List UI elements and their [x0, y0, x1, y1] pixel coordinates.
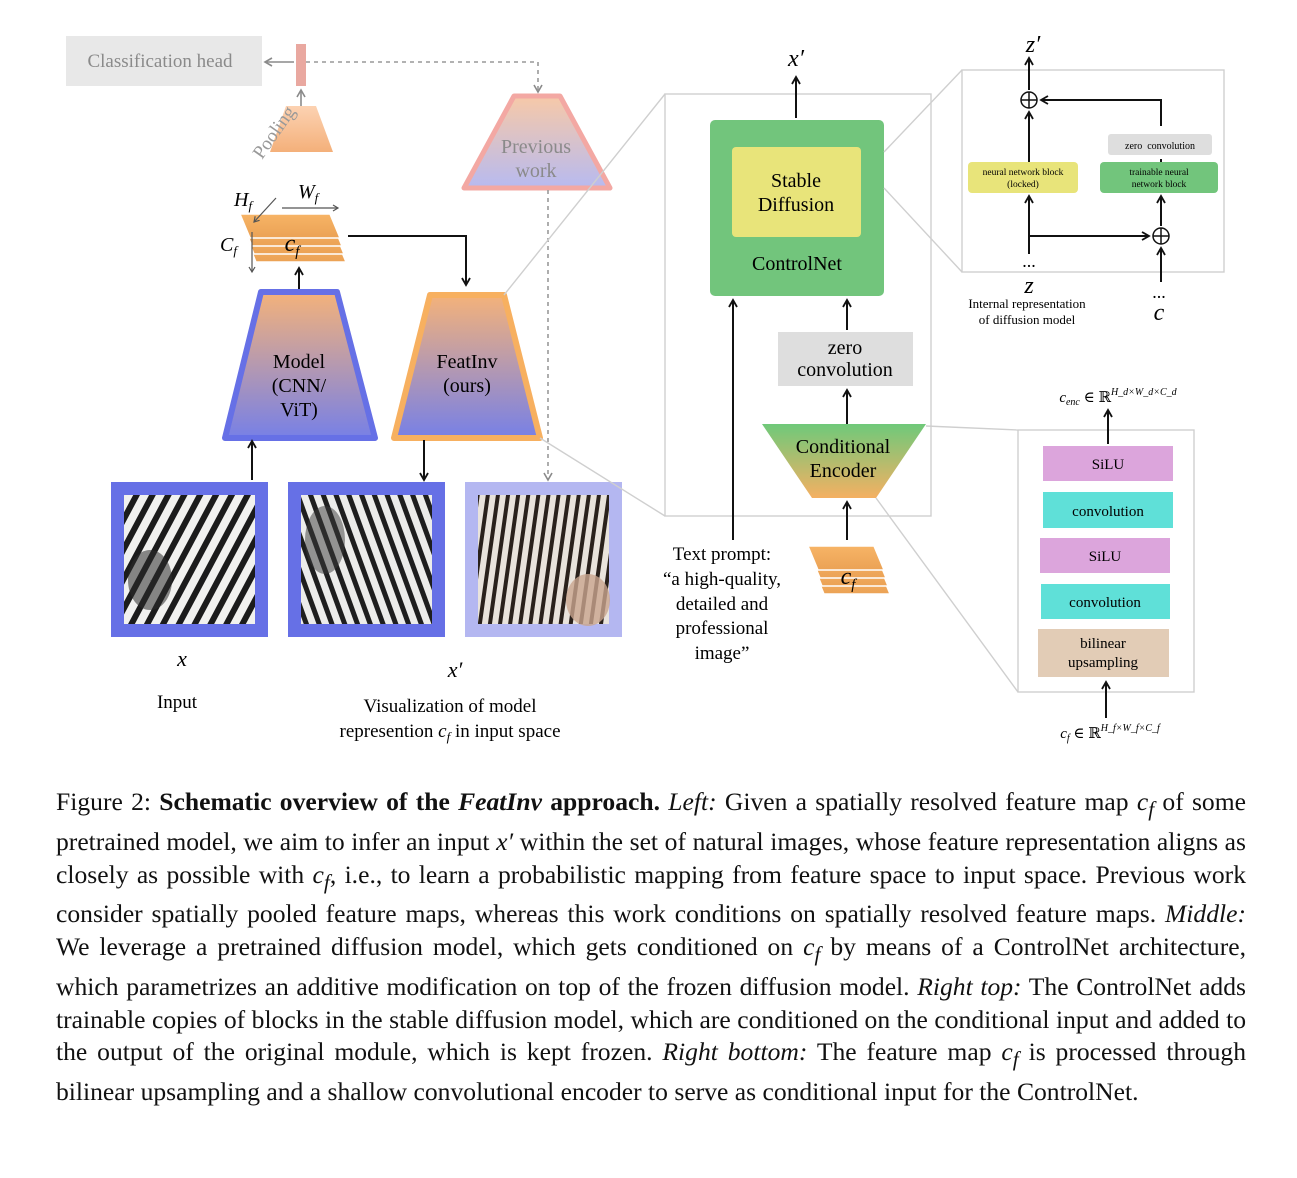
- text-prompt-line-5: image”: [695, 643, 750, 664]
- z-prime-label: z′: [1025, 32, 1041, 58]
- bilinear-upsampling-label-2: upsampling: [1068, 655, 1138, 671]
- plus-node-top: [1020, 91, 1038, 109]
- classification-head: Classification head: [66, 36, 262, 86]
- conditional-encoder-label-2: Encoder: [810, 460, 877, 482]
- locked-block-label-1: neural network block: [983, 168, 1064, 178]
- encoder-input-label: cf ∈ ℝH_f×W_f×C_f: [1060, 723, 1161, 744]
- text-prompt: Text prompt: “a high-quality, detailed a…: [663, 544, 781, 664]
- stable-diffusion-label-1: Stable: [771, 170, 821, 192]
- caption-title: Schematic overview of the FeatInv approa…: [159, 787, 660, 816]
- figure-caption: Figure 2: Schematic overview of the Feat…: [56, 787, 1246, 1107]
- featinv-block: FeatInv (ours): [391, 292, 543, 441]
- caption-middle-label: Middle:: [1164, 899, 1246, 929]
- silu-layer-1: SiLU: [1043, 446, 1173, 481]
- reconstructed-image: [288, 482, 445, 637]
- dim-h-label: Hf: [233, 189, 254, 213]
- visualization-caption-line-2: represention cf in input space: [340, 721, 561, 744]
- text-prompt-line-1: Text prompt:: [673, 544, 771, 565]
- trainable-block: trainable neural network block: [1100, 162, 1218, 193]
- text-prompt-line-4: professional: [676, 618, 769, 639]
- silu-layer-2: SiLU: [1040, 538, 1170, 573]
- pooling-block: [270, 106, 333, 152]
- zero-convolution-label-1: zero: [828, 337, 862, 359]
- internal-rep-line-1: Internal representation: [968, 296, 1086, 311]
- silu-layer-1-label: SiLU: [1092, 457, 1125, 473]
- controlnet-block: Stable Diffusion ControlNet: [710, 120, 884, 296]
- conditional-encoder-label-1: Conditional: [796, 436, 891, 458]
- bilinear-upsampling-label-1: bilinear: [1080, 636, 1126, 652]
- classification-head-label: Classification head: [87, 51, 233, 72]
- featinv-label-1: FeatInv: [436, 351, 497, 373]
- zoom-line-encoder-top: [925, 425, 1019, 431]
- model-label-2: (CNN/: [272, 375, 327, 397]
- zero-convolution-small-label: zero convolution: [1125, 141, 1195, 152]
- visualization-caption-line-1: Visualization of model: [364, 696, 537, 717]
- controlnet-label: ControlNet: [752, 253, 842, 275]
- dim-h-arrow: [253, 197, 277, 223]
- locked-block-label-2: (locked): [1007, 179, 1039, 190]
- middle-panel-frame: [664, 93, 932, 517]
- silu-layer-2-label: SiLU: [1089, 549, 1122, 565]
- dim-c-label: Cf: [220, 234, 239, 258]
- text-prompt-line-2: “a high-quality,: [663, 569, 781, 590]
- convolution-layer-2: convolution: [1041, 584, 1170, 619]
- featinv-label-2: (ours): [443, 375, 491, 397]
- c-label: c: [1154, 300, 1165, 326]
- zero-convolution-small: zero convolution: [1108, 134, 1212, 155]
- zoom-line-encoder-bottom: [875, 497, 1019, 693]
- caption-right-top-label: Right top:: [917, 971, 1022, 1001]
- figure-label: Figure 2:: [56, 787, 160, 816]
- convolution-layer-1-label: convolution: [1072, 504, 1144, 520]
- convolution-layer-2-label: convolution: [1069, 595, 1141, 611]
- plus-node-bottom: [1152, 227, 1170, 245]
- feature-map-stack-left: cf: [238, 213, 348, 263]
- dim-w-label: Wf: [298, 181, 321, 205]
- arrow-zero-conv-to-plus: [1039, 95, 1162, 126]
- output-symbol: x′: [447, 657, 464, 682]
- text-prompt-line-3: detailed and: [676, 594, 769, 615]
- zoom-line-controlnet-bottom: [883, 187, 963, 273]
- bilinear-upsampling-layer: bilinear upsampling: [1038, 629, 1169, 677]
- zero-convolution-block: zero convolution: [778, 332, 913, 386]
- caption-right-bottom-label: Right bottom:: [662, 1037, 808, 1067]
- dots-c: ...: [1152, 282, 1166, 302]
- encoder-output-label: cenc ∈ ℝH_d×W_d×C_d: [1059, 387, 1177, 408]
- pooled-vector: [296, 44, 306, 86]
- arrow-feature-map-to-featinv: [348, 235, 471, 287]
- input-caption: Input: [157, 692, 198, 713]
- input-image: [111, 482, 268, 637]
- model-label-3: ViT): [280, 399, 318, 421]
- input-symbol: x: [176, 646, 187, 671]
- model-block: Model (CNN/ ViT): [222, 289, 378, 441]
- previous-work-label-2: work: [515, 160, 556, 182]
- previous-work-block: Previous work: [461, 93, 613, 191]
- zoom-line-featinv-top: [503, 93, 666, 296]
- zero-convolution-label-2: convolution: [797, 359, 893, 381]
- zoom-line-featinv-bottom: [539, 437, 666, 517]
- right-top-panel-frame: [961, 69, 1225, 273]
- internal-rep-line-2: of diffusion model: [979, 312, 1076, 327]
- conditional-encoder-block: Conditional Encoder: [762, 424, 926, 498]
- featinv-figure: Classification head Pooling Previous wor…: [66, 32, 1225, 744]
- feature-map-stack-middle: cf: [806, 545, 892, 595]
- zoom-line-controlnet-top: [883, 69, 963, 153]
- trainable-block-label-1: trainable neural: [1129, 168, 1189, 178]
- dashed-path-to-previous-work: [306, 61, 543, 94]
- trainable-block-label-2: network block: [1132, 180, 1187, 190]
- model-label-1: Model: [273, 351, 326, 373]
- locked-block: neural network block (locked): [968, 162, 1078, 193]
- feature-map-label-left: cf: [285, 231, 302, 260]
- convolution-layer-1: convolution: [1043, 492, 1173, 528]
- feature-map-label-middle: cf: [841, 564, 858, 593]
- dots-z: ...: [1022, 251, 1036, 271]
- previous-work-label-1: Previous: [501, 136, 571, 158]
- middle-output-symbol: x′: [787, 46, 805, 72]
- caption-left-label: Left:: [668, 787, 717, 816]
- previous-work-image: [465, 482, 622, 637]
- z-label: z: [1023, 273, 1034, 299]
- stable-diffusion-label-2: Diffusion: [758, 194, 834, 216]
